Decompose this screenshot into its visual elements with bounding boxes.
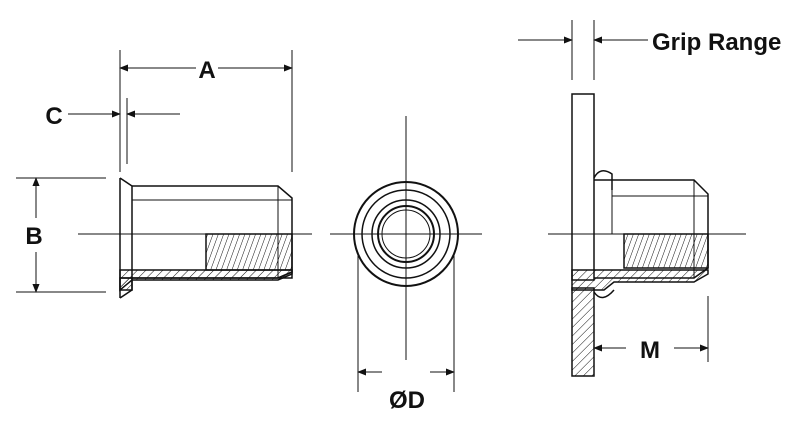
dimension-grip-range: Grip Range	[518, 20, 781, 80]
dimension-d: ØD	[357, 252, 455, 414]
label-c: C	[45, 103, 62, 130]
label-grip-range: Grip Range	[652, 29, 781, 56]
installed-view	[548, 93, 746, 377]
label-b: B	[25, 223, 42, 250]
bulge	[593, 170, 613, 190]
thread-section	[205, 233, 293, 271]
dimension-c: C	[45, 98, 180, 164]
dimension-m: M	[593, 296, 709, 364]
dimension-b: B	[16, 177, 106, 293]
dimension-a: A	[119, 50, 293, 172]
label-d: ØD	[389, 387, 425, 414]
label-a: A	[198, 57, 215, 84]
panel-section	[571, 287, 595, 377]
panel-upper	[571, 93, 595, 281]
label-m: M	[640, 337, 660, 364]
flange-outline	[119, 177, 133, 299]
side-view	[78, 177, 312, 299]
end-view	[330, 116, 482, 360]
installed-thread	[623, 233, 709, 269]
